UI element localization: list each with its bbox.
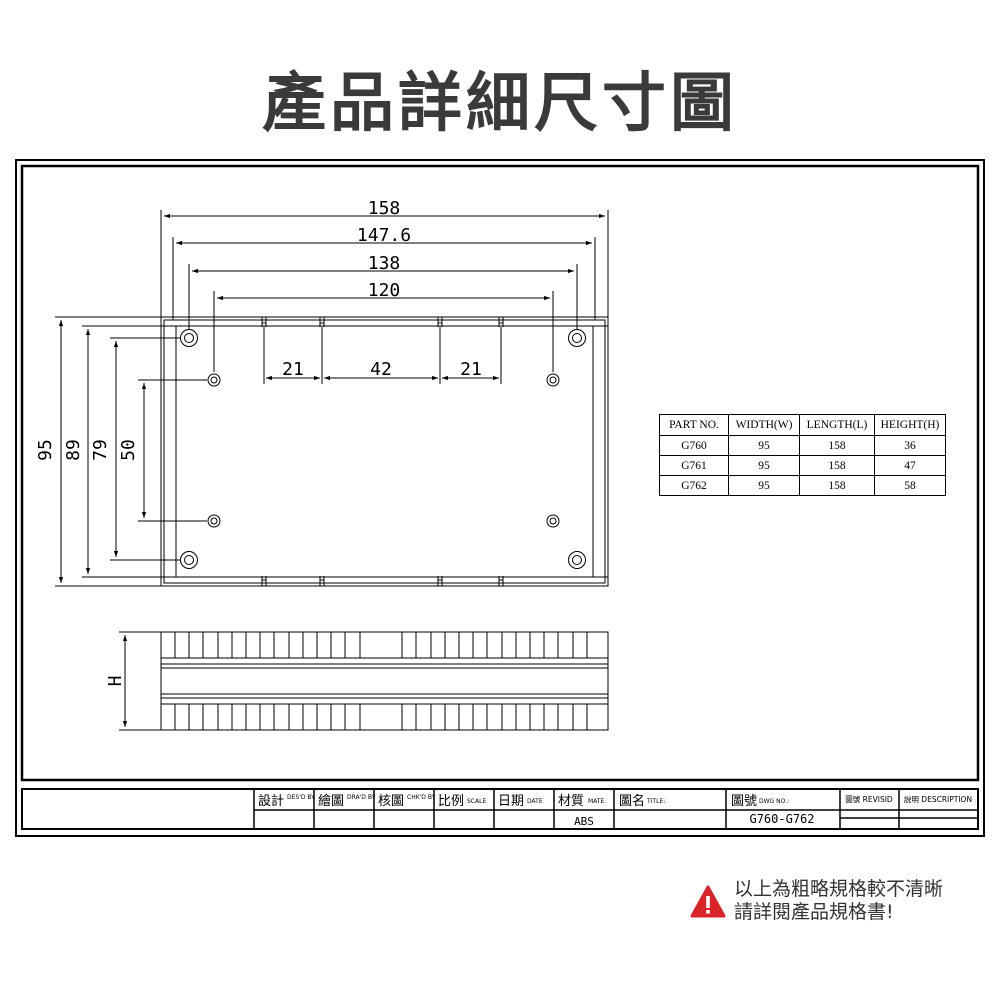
tb-checked: 核圖 xyxy=(378,794,404,809)
tb-date: 日期 xyxy=(498,794,524,809)
tb-drawn-en: DRA'D BY xyxy=(347,794,376,801)
dim-length-138: 138 xyxy=(368,253,401,274)
mounting-holes xyxy=(180,329,586,569)
table-cell: G760 xyxy=(659,435,729,456)
table-header: LENGTH(L) xyxy=(799,414,875,436)
table-header: PART NO. xyxy=(659,414,729,436)
tb-material-en: MATE. xyxy=(588,798,606,805)
tb-drawn: 繪圖 xyxy=(318,793,344,809)
table-cell: 95 xyxy=(728,455,800,476)
dim-spacing-42: 42 xyxy=(370,359,392,380)
table-row: G762 95 158 58 xyxy=(659,475,946,496)
table-cell: 158 xyxy=(799,435,875,456)
dim-spacing-21-right: 21 xyxy=(460,359,482,380)
tb-checked-en: CHK'D BY xyxy=(407,794,436,801)
table-cell: 95 xyxy=(728,475,800,496)
warning-note: 以上為粗略規格較不清晰 請詳閱產品規格書! xyxy=(690,878,943,924)
warning-line-2: 請詳閱產品規格書! xyxy=(734,901,894,923)
vertical-dimension-lines xyxy=(55,316,207,587)
tb-drawing-no-en: DWG NO.: xyxy=(759,798,789,805)
dim-length-158: 158 xyxy=(368,198,401,219)
dim-width-95: 95 xyxy=(35,439,56,461)
dim-width-89: 89 xyxy=(63,439,84,461)
table-cell: 158 xyxy=(799,455,875,476)
dim-width-79: 79 xyxy=(90,439,111,461)
tb-revision: 圖號 REVISID xyxy=(845,794,893,804)
dim-height-label: H xyxy=(105,676,126,687)
warning-line-1: 以上為粗略規格較不清晰 xyxy=(734,878,944,900)
table-cell: 47 xyxy=(874,455,946,476)
tb-drawing-no-value: G760-G762 xyxy=(749,812,814,826)
table-header: HEIGHT(H) xyxy=(874,414,946,436)
tb-scale-en: SCALE xyxy=(467,798,486,805)
slot-marks xyxy=(261,317,504,586)
tb-designed: 設計 xyxy=(258,793,284,809)
table-cell: G761 xyxy=(659,455,729,476)
drawing-frame-outer xyxy=(15,159,985,837)
side-view-ribs xyxy=(174,632,588,730)
drawing-frame-inner xyxy=(20,164,980,782)
table-row: G760 95 158 36 xyxy=(659,435,946,456)
tb-drawing-title: 圖名 xyxy=(619,793,645,809)
page-title: 產品詳細尺寸圖 xyxy=(262,67,738,141)
tb-date-en: DATE xyxy=(527,798,543,805)
table-cell: 158 xyxy=(799,475,875,496)
table-cell: G762 xyxy=(659,475,729,496)
table-header-row: PART NO. WIDTH(W) LENGTH(L) HEIGHT(H) xyxy=(659,414,946,436)
tb-scale: 比例 xyxy=(438,794,464,809)
dim-length-147-6: 147.6 xyxy=(357,225,411,246)
warning-icon xyxy=(690,885,726,917)
spec-table: PART NO. WIDTH(W) LENGTH(L) HEIGHT(H) G7… xyxy=(659,414,946,496)
table-cell: 95 xyxy=(728,435,800,456)
table-cell: 58 xyxy=(874,475,946,496)
height-dimension xyxy=(119,631,161,731)
tb-material: 材質 xyxy=(558,794,584,809)
horizontal-dimension-lines xyxy=(160,210,609,384)
table-row: G761 95 158 47 xyxy=(659,455,946,476)
top-view xyxy=(160,316,609,587)
tb-drawing-no: 圖號 xyxy=(731,794,757,809)
tb-material-value: ABS xyxy=(574,815,594,828)
tb-description: 說明 DESCRIPTION xyxy=(904,794,972,804)
tb-designed-en: DES'D BY xyxy=(287,794,315,801)
tb-drawing-title-en: TITLE: xyxy=(646,798,665,805)
title-block xyxy=(21,788,979,830)
table-cell: 36 xyxy=(874,435,946,456)
dim-length-120: 120 xyxy=(368,280,401,301)
dim-width-50: 50 xyxy=(118,439,139,461)
side-view xyxy=(160,631,609,731)
dim-spacing-21-left: 21 xyxy=(282,359,304,380)
table-header: WIDTH(W) xyxy=(728,414,800,436)
